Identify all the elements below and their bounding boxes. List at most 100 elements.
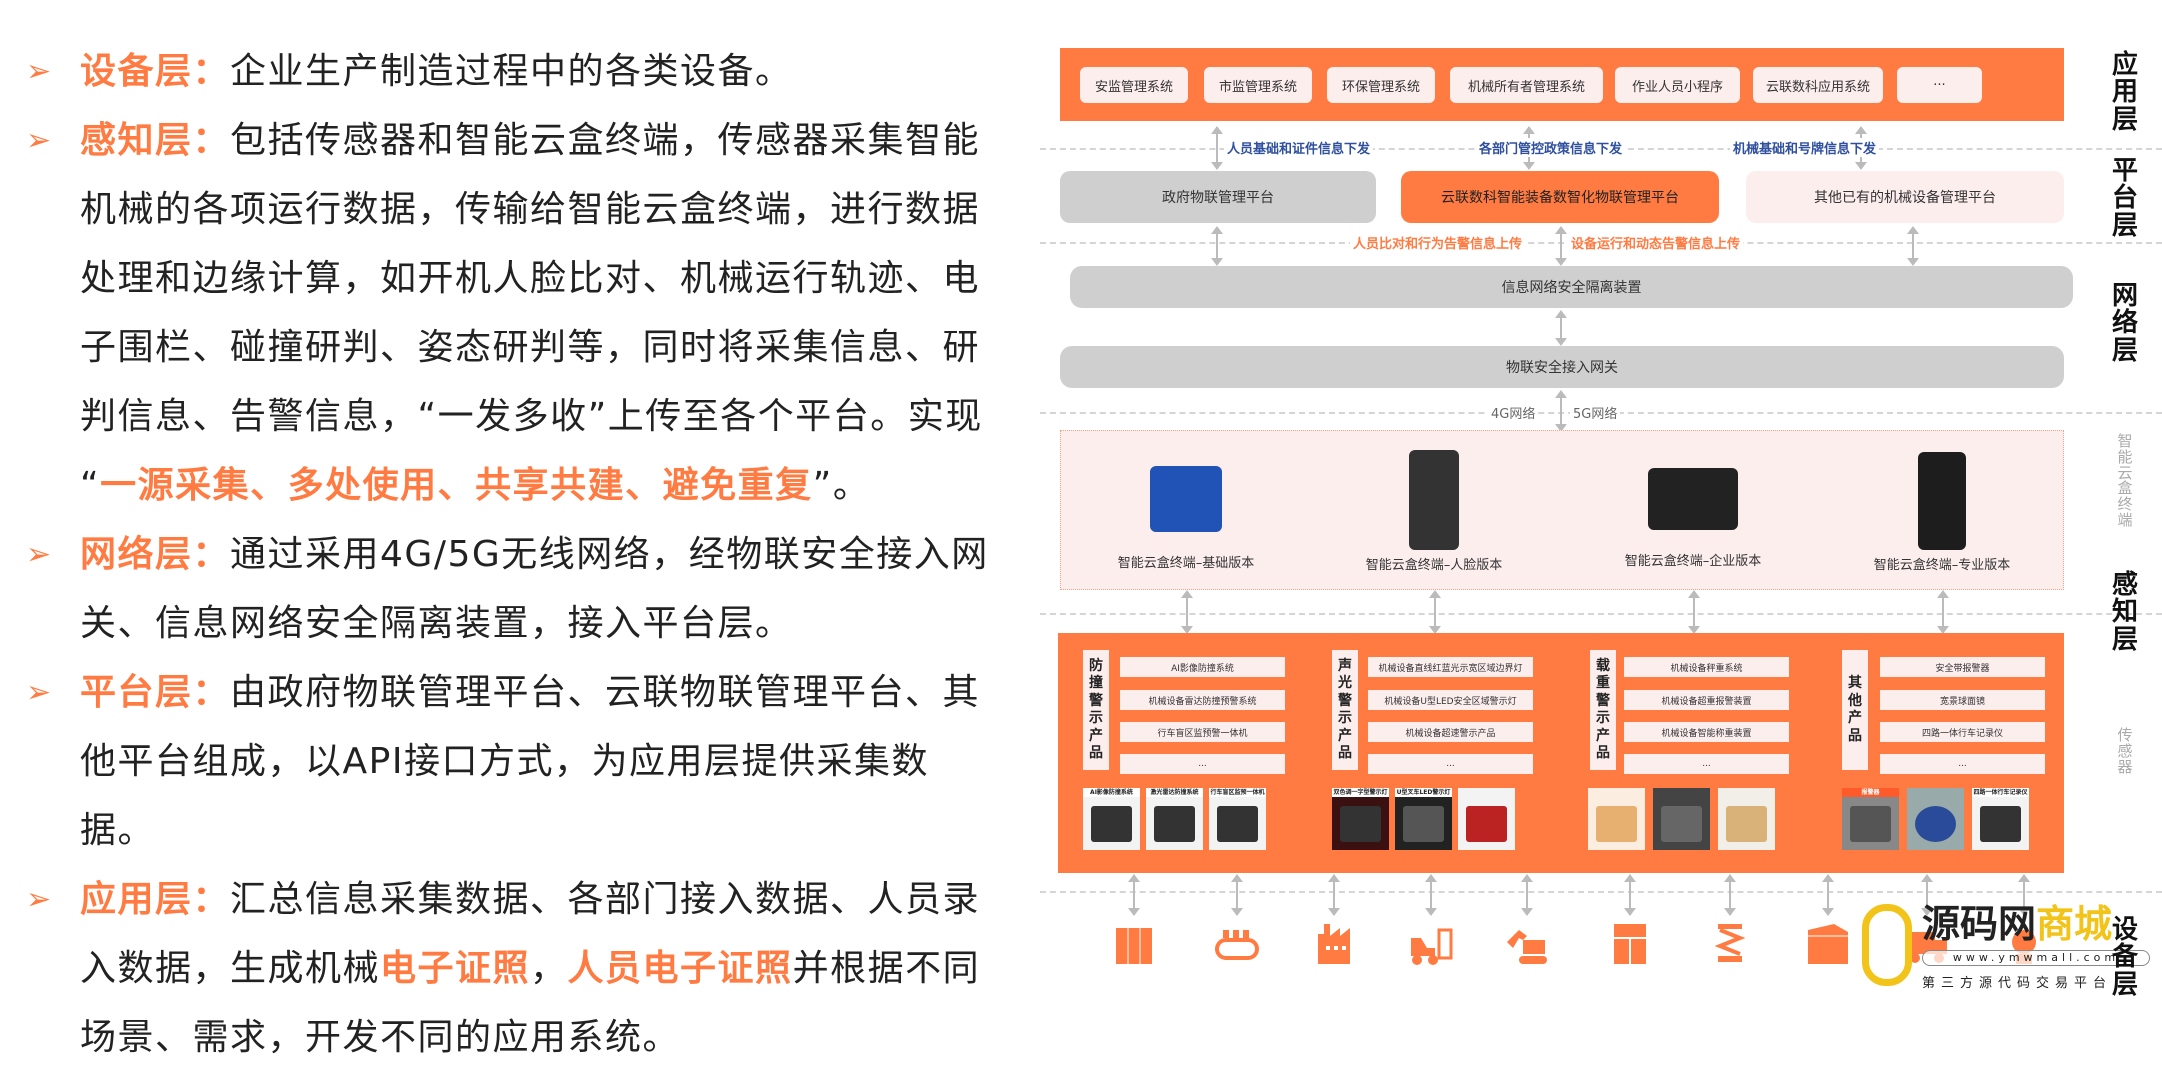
list-item-device-layer: ➢设备层：企业生产制造过程中的各类设备。 bbox=[0, 37, 1000, 106]
layer-divider bbox=[1040, 613, 2162, 615]
up-note: 人员比对和行为告警信息上传 bbox=[1350, 233, 1526, 252]
arrow-bullet-icon: ➢ bbox=[26, 54, 53, 89]
app-item: 云联数科应用系统 bbox=[1753, 67, 1883, 103]
sensor-item: ... bbox=[1624, 754, 1789, 774]
bidirectional-arrow-icon bbox=[1425, 874, 1437, 916]
sensor-item: ... bbox=[1120, 754, 1285, 774]
app-item: 安监管理系统 bbox=[1080, 67, 1188, 103]
terminal-device-image bbox=[1409, 450, 1459, 550]
app-item: 机械所有者管理系统 bbox=[1450, 67, 1603, 103]
network-5g-label: 5G网络 bbox=[1570, 403, 1621, 422]
bidirectional-arrow-icon bbox=[1521, 874, 1533, 916]
platform-other: 其他已有的机械设备管理平台 bbox=[1746, 171, 2064, 223]
bidirectional-arrow-icon bbox=[1328, 874, 1340, 916]
sensor-item: 机械设备秤重系统 bbox=[1624, 657, 1789, 677]
bidirectional-arrow-icon bbox=[1688, 590, 1700, 634]
arrow-bullet-icon: ➢ bbox=[26, 882, 53, 917]
list-item-perception-layer: ➢感知层：包括传感器和智能云盒终端，传感器采集智能机械的各项运行数据，传输给智能… bbox=[0, 106, 1000, 520]
bidirectional-arrow-icon bbox=[1555, 390, 1567, 432]
sensor-item: 行车盲区监预警一体机 bbox=[1120, 722, 1285, 742]
side-label-terminal: 智能云盒终端 bbox=[2117, 432, 2133, 529]
scissor-lift-icon bbox=[1706, 920, 1754, 968]
side-label-application: 应用层 bbox=[2111, 50, 2138, 135]
bidirectional-arrow-icon bbox=[1128, 874, 1140, 916]
sensor-item: 机械设备雷达防撞预警系统 bbox=[1120, 690, 1285, 710]
sensor-item: 机械设备超重报警装置 bbox=[1624, 690, 1789, 710]
list-item-application-layer: ➢应用层：汇总信息采集数据、各部门接入数据、人员录入数据，生成机械电子证照，人员… bbox=[0, 865, 1000, 1072]
product-thumbnail: 行车盲区监预一体机 bbox=[1209, 788, 1266, 850]
app-item: 作业人员小程序 bbox=[1615, 67, 1740, 103]
product-thumbnail bbox=[1588, 788, 1645, 850]
down-note: 机械基础和号牌信息下发 bbox=[1730, 138, 1880, 157]
terminal-device-image bbox=[1918, 452, 1966, 550]
bidirectional-arrow-icon bbox=[1211, 126, 1223, 170]
sensor-item: 安全带报警器 bbox=[1880, 657, 2045, 677]
bidirectional-arrow-icon bbox=[1555, 310, 1567, 346]
platform-government: 政府物联管理平台 bbox=[1060, 171, 1376, 223]
bidirectional-arrow-icon bbox=[1429, 590, 1441, 634]
layer-divider bbox=[1040, 891, 2162, 893]
product-thumbnail bbox=[1907, 788, 1964, 850]
terminal-face: 智能云盒终端–人脸版本 bbox=[1324, 448, 1544, 573]
bidirectional-arrow-icon bbox=[1624, 874, 1636, 916]
product-thumbnail bbox=[1458, 788, 1515, 850]
product-thumbnail: 报警器 bbox=[1842, 788, 1899, 850]
up-note: 设备运行和动态告警信息上传 bbox=[1568, 233, 1744, 252]
down-note: 人员基础和证件信息下发 bbox=[1224, 138, 1374, 157]
arrow-bullet-icon: ➢ bbox=[26, 123, 53, 158]
cabinet-icon bbox=[1110, 920, 1158, 968]
side-label-network: 网络层 bbox=[2111, 281, 2138, 366]
arrow-bullet-icon: ➢ bbox=[26, 675, 53, 710]
arrow-bullet-icon: ➢ bbox=[26, 537, 53, 572]
sensor-group-label: 其他产品 bbox=[1842, 650, 1868, 770]
bidirectional-arrow-icon bbox=[1724, 874, 1736, 916]
platform-yunlian: 云联数科智能装备数智化物联管理平台 bbox=[1401, 171, 1719, 223]
side-label-sensor: 传感器 bbox=[2117, 726, 2133, 776]
sensor-item: 机械设备直线红蓝光示宽区域边界灯 bbox=[1368, 657, 1533, 677]
watermark-logo-icon bbox=[1862, 904, 1912, 986]
network-4g-label: 4G网络 bbox=[1488, 403, 1539, 422]
side-label-device: 设备层 bbox=[2111, 915, 2138, 1000]
app-item: 市监管理系统 bbox=[1204, 67, 1312, 103]
terminal-device-image bbox=[1648, 468, 1738, 530]
list-item-platform-layer: ➢平台层：由政府物联管理平台、云联物联管理平台、其他平台组成，以API接口方式，… bbox=[0, 658, 1000, 865]
terminal-enterprise: 智能云盒终端–企业版本 bbox=[1583, 448, 1803, 569]
sensor-item: 四路一体行车记录仪 bbox=[1880, 722, 2045, 742]
terminal-professional: 智能云盒终端–专业版本 bbox=[1832, 448, 2052, 573]
sensor-item: 机械设备U型LED安全区域警示灯 bbox=[1368, 690, 1533, 710]
side-label-perception: 感知层 bbox=[2111, 570, 2138, 655]
bidirectional-arrow-icon bbox=[2018, 874, 2030, 916]
product-thumbnail: U型叉车LED警示灯 bbox=[1395, 788, 1452, 850]
sensor-group-label: 防撞警示产品 bbox=[1083, 650, 1109, 770]
bidirectional-arrow-icon bbox=[1231, 874, 1243, 916]
app-item: 环保管理系统 bbox=[1327, 67, 1435, 103]
sensor-item: ... bbox=[1368, 754, 1533, 774]
warehouse-shelf-icon bbox=[1606, 920, 1654, 968]
container-icon bbox=[1804, 920, 1852, 968]
list-item-network-layer: ➢网络层：通过采用4G/5G无线网络，经物联安全接入网关、信息网络安全隔离装置，… bbox=[0, 520, 1000, 658]
watermark: 源码网商城 www.ymwmall.com 第三方源代码交易平台 bbox=[1862, 900, 2162, 1000]
sensor-group-label: 载重警示产品 bbox=[1590, 650, 1616, 770]
product-thumbnail: 激光雷达防撞系统 bbox=[1146, 788, 1203, 850]
product-thumbnail: 四路一体行车记录仪 bbox=[1972, 788, 2029, 850]
sensor-item: 宽景球面镜 bbox=[1880, 690, 2045, 710]
application-layer-box: 安监管理系统 市监管理系统 环保管理系统 机械所有者管理系统 作业人员小程序 云… bbox=[1060, 48, 2064, 121]
terminal-device-image bbox=[1150, 466, 1222, 532]
smart-terminal-box bbox=[1060, 430, 2064, 590]
product-thumbnail bbox=[1718, 788, 1775, 850]
bidirectional-arrow-icon bbox=[1937, 590, 1949, 634]
down-note: 各部门管控政策信息下发 bbox=[1476, 138, 1626, 157]
bidirectional-arrow-icon bbox=[1822, 874, 1834, 916]
product-thumbnail: AI影像防撞系统 bbox=[1083, 788, 1140, 850]
bidirectional-arrow-icon bbox=[1907, 226, 1919, 266]
product-thumbnail: 双色调一字型警示灯 bbox=[1332, 788, 1389, 850]
product-thumbnail bbox=[1653, 788, 1710, 850]
sensor-item: ... bbox=[1880, 754, 2045, 774]
conveyor-icon bbox=[1213, 920, 1261, 968]
bidirectional-arrow-icon bbox=[1211, 226, 1223, 266]
bidirectional-arrow-icon bbox=[1921, 874, 1933, 916]
iot-security-gateway: 物联安全接入网关 bbox=[1060, 346, 2064, 388]
sensor-group-label: 声光警示产品 bbox=[1332, 650, 1358, 770]
network-isolation-device: 信息网络安全隔离装置 bbox=[1070, 266, 2073, 308]
sensor-item: 机械设备超速警示产品 bbox=[1368, 722, 1533, 742]
